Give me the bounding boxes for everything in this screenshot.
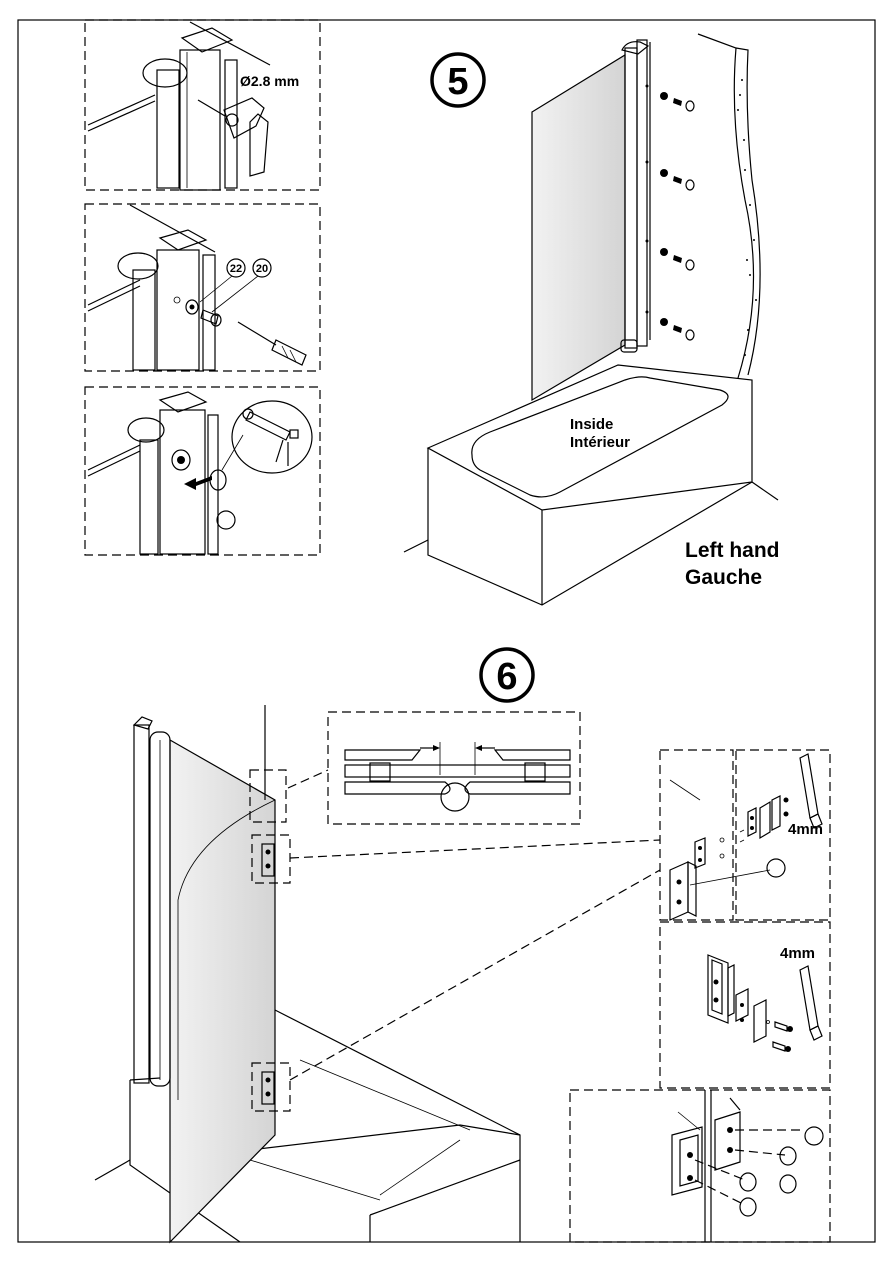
part-callout-cap bbox=[217, 511, 235, 529]
page-border bbox=[18, 20, 875, 1242]
drill-icon bbox=[198, 98, 268, 176]
part-20-label: 20 bbox=[256, 263, 268, 275]
hinge-detail-panel-b: 4mm bbox=[736, 750, 830, 920]
inside-label-en: Inside bbox=[570, 416, 613, 433]
inside-label-fr: Intérieur bbox=[570, 434, 630, 451]
fixing-set-3 bbox=[646, 240, 695, 271]
step5-number: 5 bbox=[447, 61, 468, 103]
drill-size-label: Ø2.8 mm bbox=[240, 73, 299, 89]
screwdriver-icon bbox=[238, 322, 306, 365]
allen-key-label-1: 4mm bbox=[788, 821, 823, 838]
detail-cap-panel bbox=[85, 387, 320, 555]
fixing-set-2 bbox=[646, 161, 695, 191]
allen-key-icon bbox=[800, 754, 822, 828]
step6-illustration: 6 bbox=[95, 649, 830, 1242]
allen-key-label-2: 4mm bbox=[780, 945, 815, 962]
fixing-set-4 bbox=[646, 311, 695, 341]
hinge-detail-panel-c: 4mm bbox=[660, 922, 830, 1088]
seal-section-detail bbox=[288, 712, 580, 824]
fixing-set-1 bbox=[646, 85, 695, 112]
step5-illustration: 5 bbox=[404, 34, 780, 605]
hand-label-en: Left hand bbox=[685, 539, 780, 562]
hinge-detail-panel-d bbox=[570, 1090, 830, 1242]
step6-number: 6 bbox=[496, 656, 517, 698]
part-22-label: 22 bbox=[230, 263, 242, 275]
hinge-detail-panel-a bbox=[660, 750, 785, 920]
detail-screw-panel: 22 20 bbox=[85, 204, 320, 371]
sealant-gun-icon bbox=[243, 409, 298, 466]
hand-label-fr: Gauche bbox=[685, 566, 762, 589]
detail-drill-panel: Ø2.8 mm bbox=[85, 20, 320, 190]
